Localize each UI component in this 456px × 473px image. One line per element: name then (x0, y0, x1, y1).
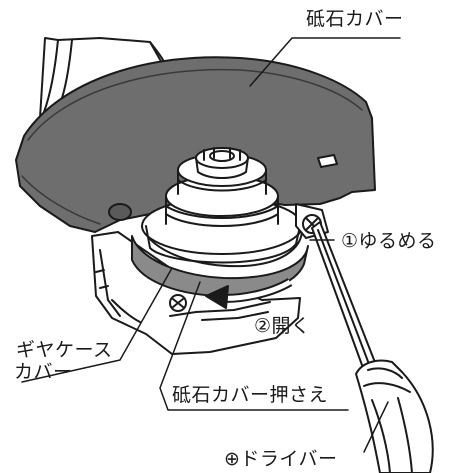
label-wheel-guard: 砥石カバー (306, 8, 404, 30)
label-screwdriver: ⊕ドライバー (224, 448, 338, 470)
label-loosen: ①ゆるめる (341, 230, 437, 252)
spindle-assembly (131, 147, 309, 297)
label-open: ②開く (254, 315, 311, 337)
leader-lines (21, 37, 401, 453)
label-gear-case-cover-line1: ギヤケース (16, 339, 113, 361)
wheel-guard (15, 56, 376, 233)
label-guard-clamp: 砥石カバー押さえ (172, 384, 329, 406)
screwdriver (311, 221, 434, 473)
open-arrow (205, 278, 293, 309)
label-gear-case-cover-line2: カバー (14, 361, 73, 383)
